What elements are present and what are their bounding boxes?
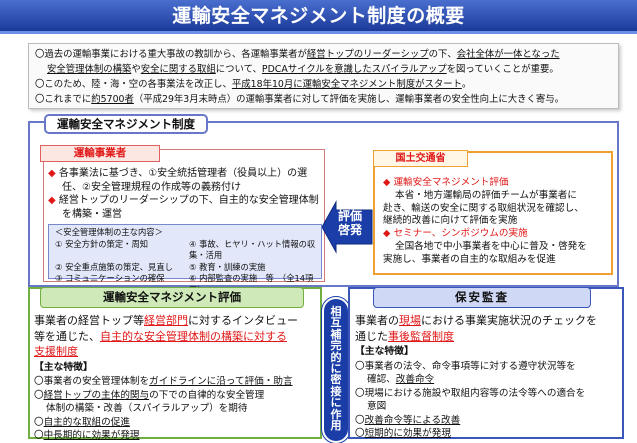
mlit-list: ◆ 運輸安全マネジメント評価 本省・地方運輸局の評価チームが事業者に 赴き、輸送… xyxy=(383,177,613,267)
page-title: 運輸安全マネジメント制度の概要 xyxy=(172,5,465,27)
diamond-bullet-icon: ◆ xyxy=(48,195,56,206)
intro-line-4: 〇これまでに約5700者（平成29年3月末時点）の運輸事業者に対して評価を実施し… xyxy=(35,94,565,105)
diamond-bullet-icon: ◆ xyxy=(383,228,391,240)
safety-features-title: 【主な特徴】 xyxy=(355,346,414,357)
evaluation-title: 運輸安全マネジメント評価 xyxy=(40,287,304,308)
evaluation-arrow-icon xyxy=(322,200,373,254)
contents-item: ① 安全方針の策定・周知 xyxy=(55,238,149,249)
contents-item: ⑤ 教育・訓練の実施 xyxy=(189,261,266,272)
safety-management-contents: ＜安全管理体制の主な内容＞ ① 安全方針の策定・周知 ④ 事故、ヒヤリ・ハット情… xyxy=(48,224,322,295)
arrow-label: 評価 啓発 xyxy=(337,209,362,237)
system-title: 運輸安全マネジメント制度 xyxy=(44,114,208,134)
intro-line-1: 〇過去の運輸事業における重大事故の教訓から、各運輸事業者が経営トップのリーダーシ… xyxy=(35,49,560,60)
contents-item: ③ コミュニケーションの確保 xyxy=(55,273,165,283)
mlit-panel xyxy=(373,151,613,275)
contents-item: ④ 事故、ヒヤリ・ハット情報の収集・活用 xyxy=(189,238,316,261)
intro-box: 〇過去の運輸事業における重大事故の教訓から、各運輸事業者が経営トップのリーダーシ… xyxy=(28,43,619,109)
title-banner: 運輸安全マネジメント制度の概要 xyxy=(0,0,637,34)
contents-item: ② 安全重点施策の策定、見直し xyxy=(55,261,173,272)
contents-title: ＜安全管理体制の主な内容＞ xyxy=(55,227,163,237)
evaluation-features-title: 【主な特徴】 xyxy=(34,361,93,373)
operators-item-1: ◆ 各事業法に基づき、①安全統括管理者（役員以上）の選 xyxy=(48,168,308,179)
evaluation-box xyxy=(28,287,322,439)
operators-item-2: ◆ 経営トップのリーダーシップの下、自主的な安全管理体制 xyxy=(48,195,319,206)
mlit-item-1: ◆ 運輸安全マネジメント評価 xyxy=(383,177,509,188)
safety-audit-body: 事業者の現場における事業実施状況のチェックを 通じた事後監督制度 【主な特徴】 … xyxy=(355,313,621,441)
intro-line-2: 安全管理体制の構築や安全に関する取組について、PDCAサイクルを意識したスパイラ… xyxy=(47,64,559,75)
evaluation-body: 事業者の経営トップ等経営部門に対するインタビュー 等を通じた、自主的な安全管理体… xyxy=(34,313,319,443)
safety-audit-box xyxy=(348,287,624,439)
intro-line-3: 〇このため、陸・海・空の各事業法を改正し、平成18年10月に運輸安全マネジメント… xyxy=(35,79,472,90)
diamond-bullet-icon: ◆ xyxy=(383,177,391,188)
operators-label: 運輸事業者 xyxy=(40,145,160,162)
safety-audit-title: 保安監査 xyxy=(373,287,591,308)
diamond-bullet-icon: ◆ xyxy=(48,168,56,179)
operators-list: ◆ 各事業法に基づき、①安全統括管理者（役員以上）の選 任、②安全管理規程の作成… xyxy=(48,168,319,220)
mlit-label: 国土交通省 xyxy=(373,150,468,167)
mlit-item-2: ◆ セミナー、シンポジウムの実施 xyxy=(383,228,528,240)
complement-label: 相互補完的に密接に作用 xyxy=(330,305,342,433)
